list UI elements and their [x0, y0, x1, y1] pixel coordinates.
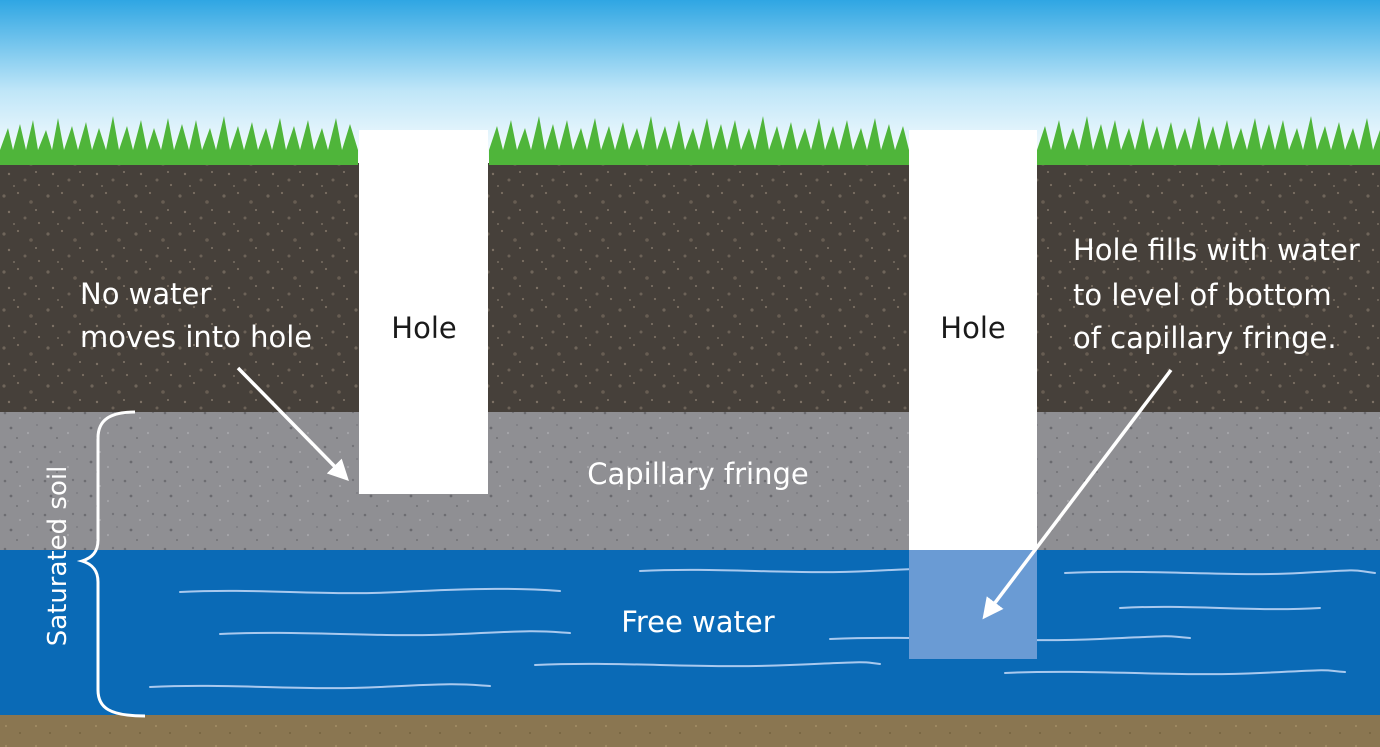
hole-right: [909, 130, 1037, 550]
saturated-soil-brace: [76, 410, 146, 718]
label-hole-fills-line1: Hole fills with water: [1073, 233, 1360, 267]
grass-left: [0, 116, 358, 165]
arrow-right: [982, 368, 1173, 620]
hole-left: [359, 130, 488, 494]
grass-middle: [489, 116, 909, 165]
arrow-left: [236, 366, 349, 481]
label-saturated-soil: Saturated soil: [43, 466, 73, 647]
label-free-water: Free water: [621, 605, 774, 639]
bedrock-layer: [0, 715, 1380, 747]
topsoil-layer: [0, 163, 1380, 413]
label-hole-fills: Hole fills with water to level of bottom…: [1073, 233, 1369, 355]
label-no-water-line1: No water: [80, 277, 211, 311]
label-no-water: No water moves into hole: [80, 277, 312, 354]
label-hole-fills-line3: of capillary fringe.: [1073, 321, 1337, 355]
label-hole-left: Hole: [391, 311, 456, 345]
label-no-water-line2: moves into hole: [80, 320, 312, 354]
grass-right: [1037, 116, 1380, 165]
label-hole-right: Hole: [940, 311, 1005, 345]
label-hole-fills-line2: to level of bottom: [1073, 278, 1332, 312]
hole-right-water: [909, 550, 1037, 659]
capillary-fringe-layer: [0, 412, 1380, 551]
label-capillary-fringe: Capillary fringe: [587, 457, 809, 491]
